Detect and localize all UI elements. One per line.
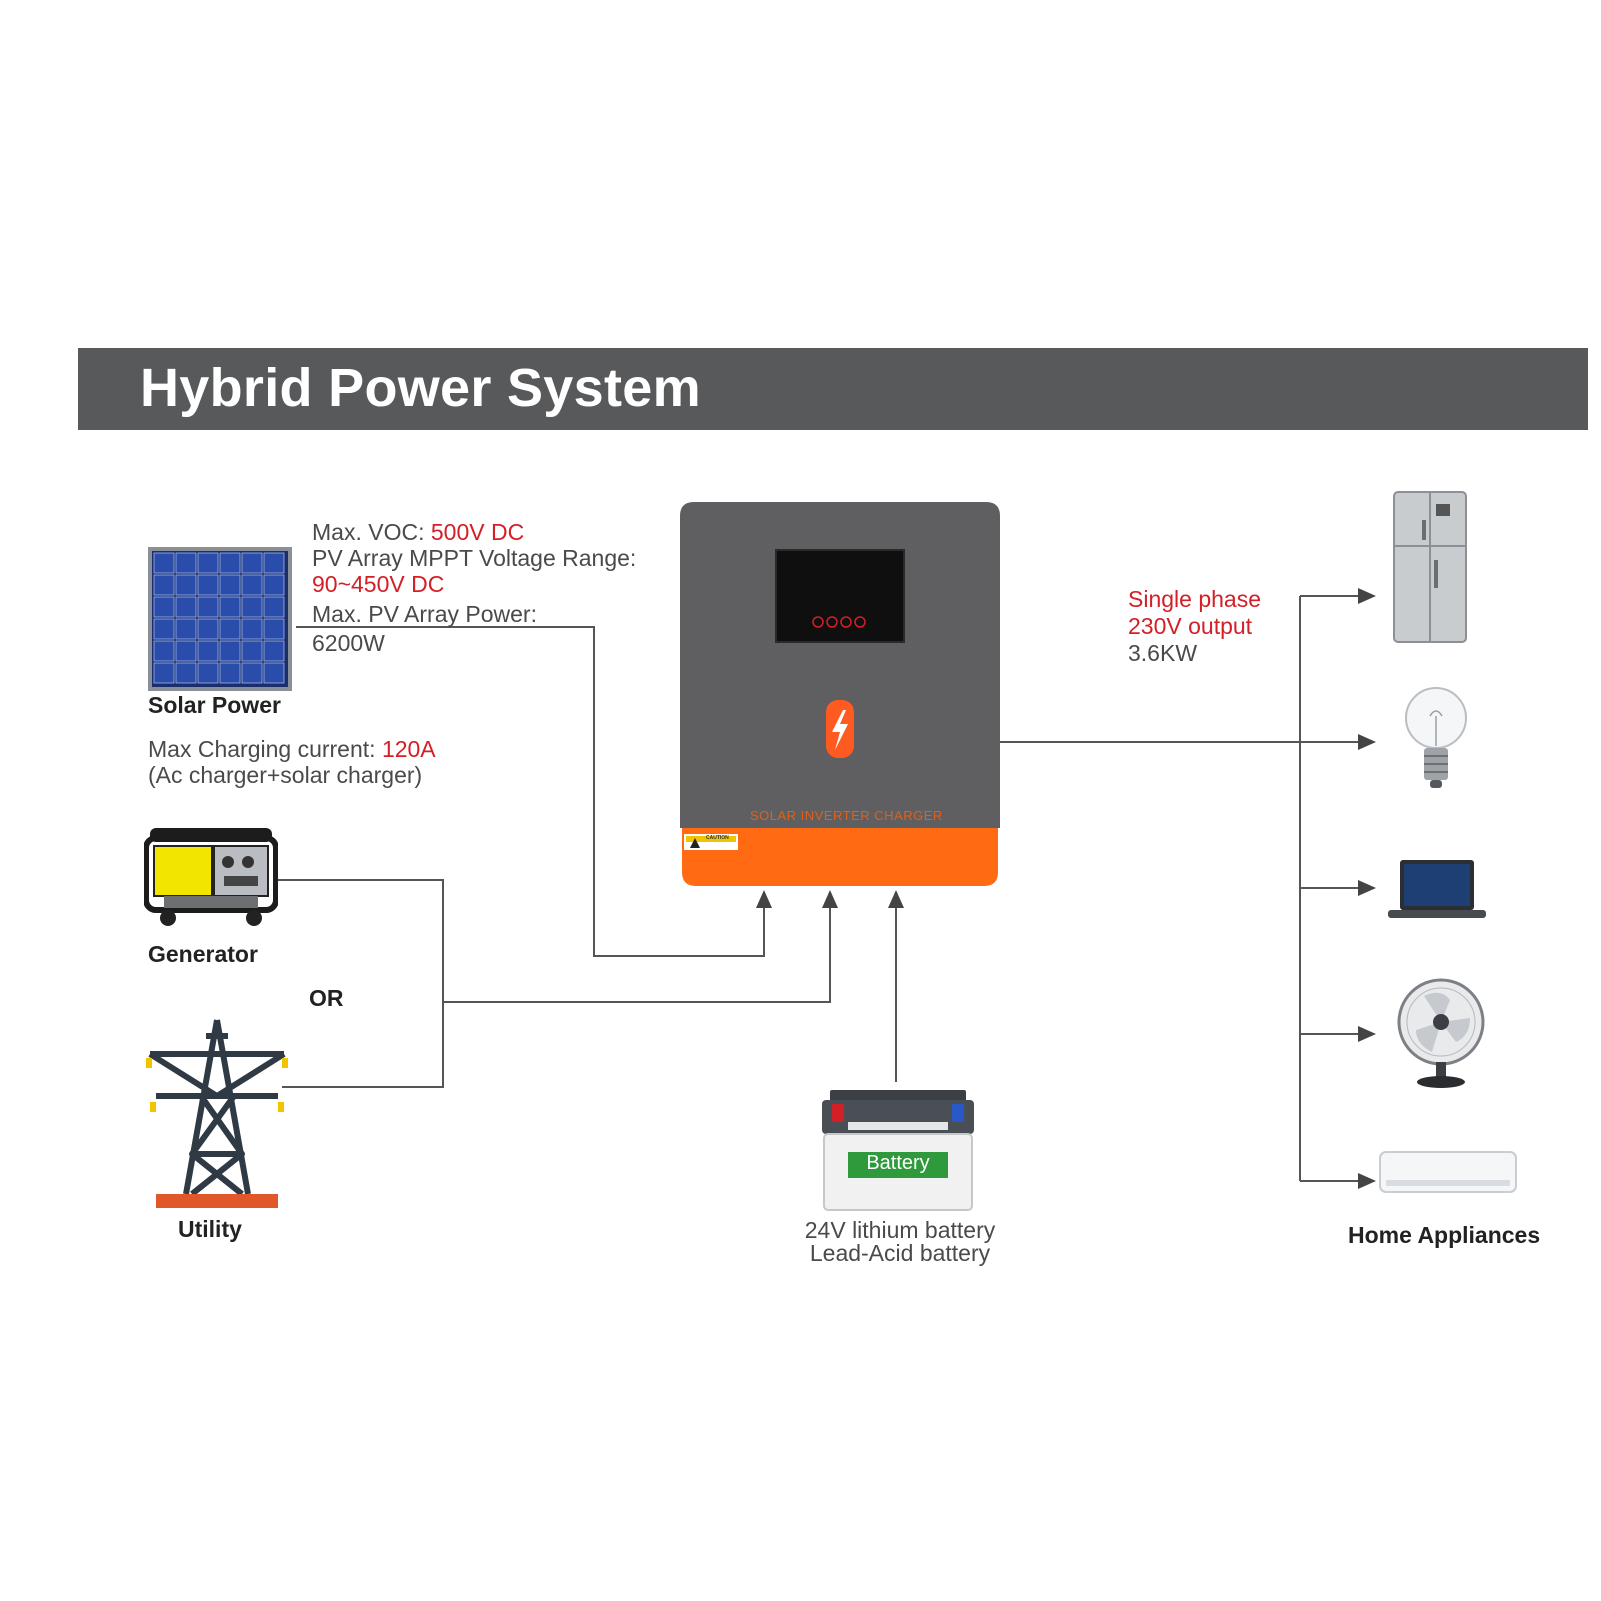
page-title: Hybrid Power System	[140, 358, 701, 418]
fan-icon	[1397, 978, 1485, 1088]
air-conditioner-icon	[1379, 1151, 1517, 1193]
battery-badge: Battery	[866, 1152, 930, 1174]
caution-label: CAUTION	[706, 835, 729, 841]
light-bulb-icon	[1405, 687, 1467, 788]
mppt-range-value: 90~450V DC	[312, 571, 445, 597]
generator-wire	[278, 879, 444, 1088]
title-banner	[78, 348, 1588, 430]
solar-wire	[296, 626, 772, 957]
charging-note: (Ac charger+solar charger)	[148, 762, 423, 788]
max-pv-power-value: 6200W	[312, 630, 385, 656]
charging-value: 120A	[381, 736, 436, 762]
charging-spec: Max Charging current: 120A	[148, 736, 436, 762]
inverter-product-text: SOLAR INVERTER CHARGER	[750, 808, 943, 823]
mppt-range-label: PV Array MPPT Voltage Range:	[312, 545, 637, 571]
solar-panel-icon	[148, 547, 292, 691]
output-line3: 3.6KW	[1128, 640, 1198, 666]
ac-input-wire	[443, 890, 838, 1003]
battery-line2: Lead-Acid battery	[809, 1240, 991, 1266]
output-line1: Single phase	[1128, 586, 1261, 612]
battery-icon	[822, 1090, 974, 1211]
max-voc-spec: Max. VOC: 500V DC	[312, 519, 524, 545]
or-label: OR	[309, 985, 344, 1011]
generator-icon	[144, 828, 278, 926]
inverter-body	[676, 496, 1004, 886]
solar-label: Solar Power	[148, 692, 281, 718]
max-pv-power-label: Max. PV Array Power:	[312, 601, 537, 627]
inverter-unit: SOLAR INVERTER CHARGER CAUTION	[676, 496, 1004, 888]
output-line2: 230V output	[1128, 613, 1253, 639]
utility-label: Utility	[178, 1216, 242, 1242]
battery-line1: 24V lithium battery	[804, 1217, 996, 1243]
utility-tower-icon	[146, 1019, 288, 1208]
refrigerator-icon	[1393, 491, 1467, 643]
generator-label: Generator	[148, 941, 258, 967]
laptop-icon	[1388, 860, 1486, 918]
max-voc-label: Max. VOC:	[312, 519, 431, 545]
charging-label: Max Charging current:	[148, 736, 382, 762]
appliances-label: Home Appliances	[1348, 1222, 1541, 1248]
max-voc-value: 500V DC	[430, 519, 525, 545]
